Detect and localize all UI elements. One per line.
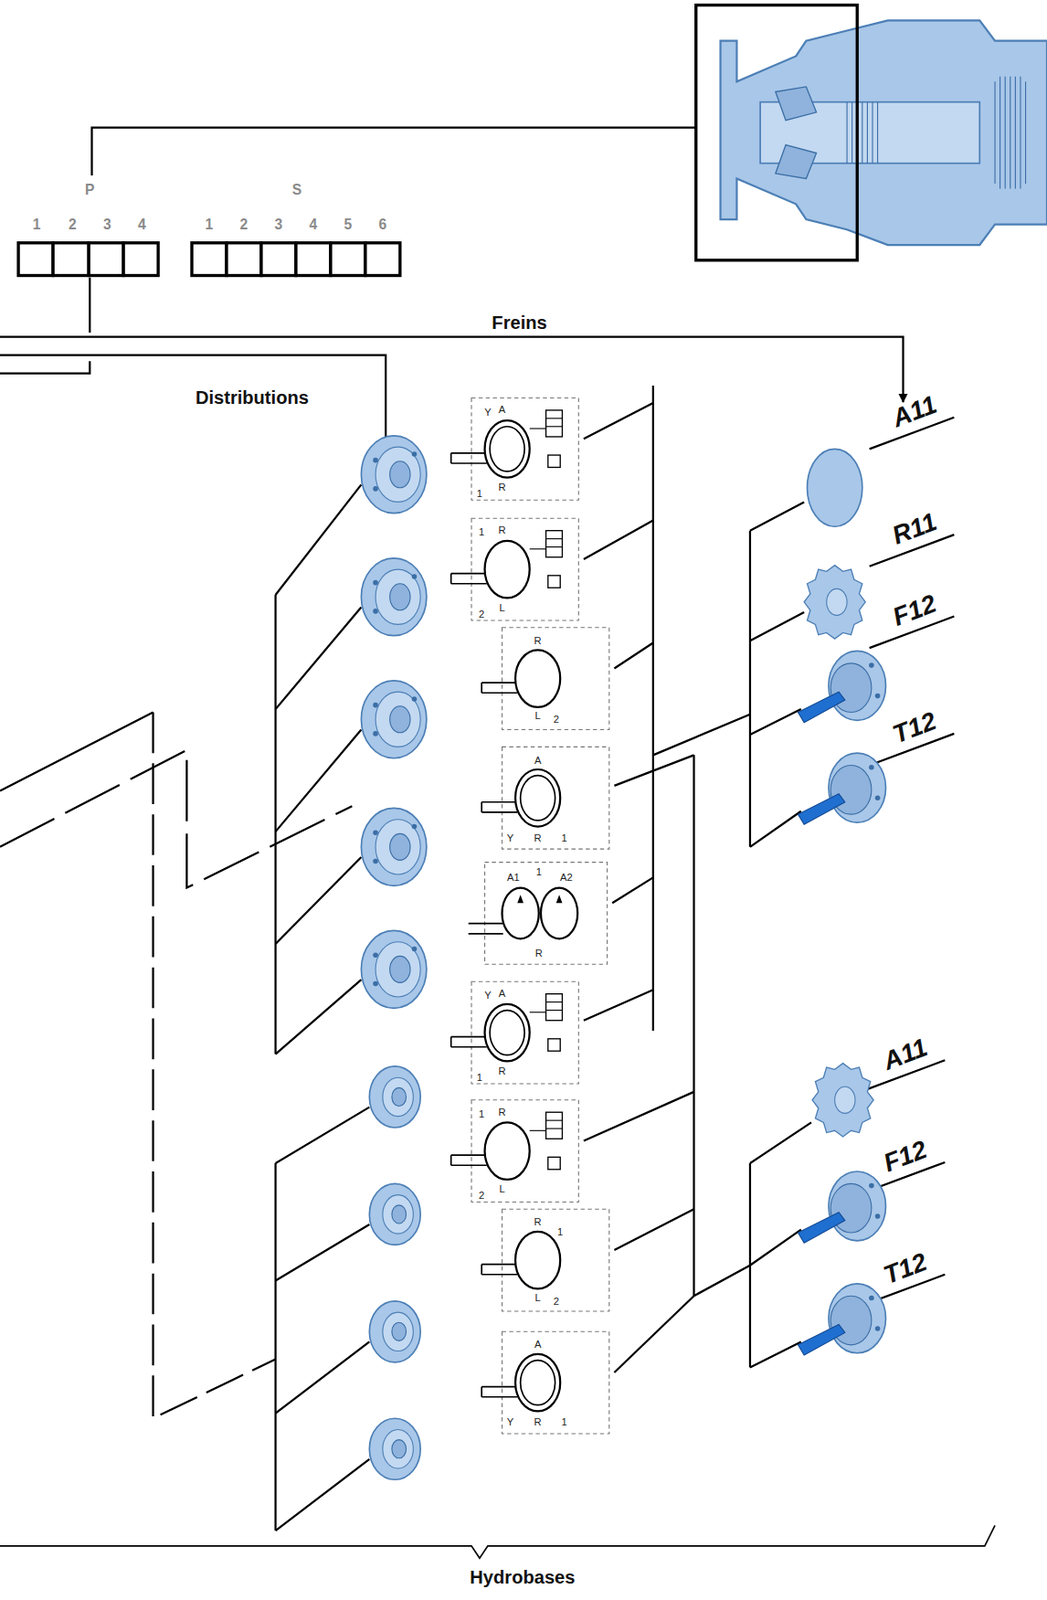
port-letter: 1: [536, 867, 542, 878]
port-letter: A: [498, 404, 506, 415]
port-letter: R: [498, 525, 507, 536]
cell-number: S: [292, 182, 302, 198]
port-letter: A1: [507, 872, 520, 883]
cell-number: P: [84, 182, 95, 198]
port-letter: R: [498, 1066, 507, 1077]
port-letter: A: [498, 988, 506, 999]
port-letter: R: [534, 635, 542, 646]
port-letter: L: [498, 602, 505, 614]
cell-number: 3: [274, 217, 284, 233]
port-letter: Y: [507, 1417, 514, 1428]
cell-number: 2: [68, 217, 77, 233]
port-letter: 2: [553, 1296, 560, 1307]
heading-label: Distributions: [195, 388, 309, 407]
cell-number: 4: [137, 217, 147, 233]
motor-disc-pack: [994, 76, 1026, 190]
cell-number: 5: [344, 217, 353, 233]
port-letter: 1: [557, 1226, 563, 1238]
motor-housing: [720, 20, 1047, 245]
port-letter: R: [534, 1216, 542, 1227]
part-code: T12: [888, 708, 940, 748]
part-code: F12: [879, 1136, 931, 1176]
part-code: R11: [888, 508, 941, 550]
port-letter: 2: [553, 714, 560, 725]
port-letter: 1: [478, 1109, 485, 1120]
port-letter: A: [534, 755, 541, 766]
part-code: A11: [879, 1034, 931, 1075]
port-letter: 1: [561, 1417, 568, 1428]
cell-number: 2: [240, 217, 249, 233]
port-letter: R: [498, 1107, 507, 1118]
hydraulic-symbols: [451, 398, 610, 1434]
part-code: T12: [879, 1247, 931, 1288]
port-letter: 1: [476, 1072, 483, 1083]
distribution-plates: [360, 435, 426, 1480]
brake-parts: [797, 448, 886, 1355]
motor-spline: [846, 102, 878, 164]
port-letter: Y: [484, 990, 491, 1001]
port-letter: R: [534, 833, 542, 844]
port-letter: R: [498, 482, 507, 493]
heading-label: Freins: [491, 313, 547, 332]
port-letter: Y: [507, 833, 514, 844]
cell-number: 6: [379, 217, 388, 233]
port-letter: 2: [478, 1190, 485, 1201]
part-code: F12: [888, 590, 940, 630]
cell-number: 1: [32, 217, 42, 233]
port-letter: L: [498, 1184, 505, 1196]
leader-lines: [0, 127, 995, 1559]
port-letter: Y: [484, 407, 491, 418]
port-letter: 1: [476, 488, 483, 499]
part-code: A11: [888, 391, 941, 432]
cell-number: 4: [309, 217, 318, 233]
cell-number: 1: [205, 217, 214, 233]
port-letter: 1: [478, 527, 485, 538]
port-letter: A2: [560, 872, 573, 883]
motor-illustration: [696, 5, 1047, 261]
heading-label: Hydrobases: [469, 1567, 575, 1587]
port-letter: 1: [561, 833, 568, 844]
port-letter: L: [535, 1292, 541, 1303]
detail-frame: [696, 5, 857, 261]
port-letter: A: [534, 1339, 541, 1350]
cell-number: 3: [103, 217, 112, 233]
port-letter: L: [535, 710, 541, 721]
port-letter: R: [534, 1417, 542, 1428]
code-boxes: [18, 243, 401, 276]
motor-bearing: [775, 86, 817, 180]
port-letter: R: [535, 949, 543, 960]
port-letter: 2: [478, 609, 485, 620]
